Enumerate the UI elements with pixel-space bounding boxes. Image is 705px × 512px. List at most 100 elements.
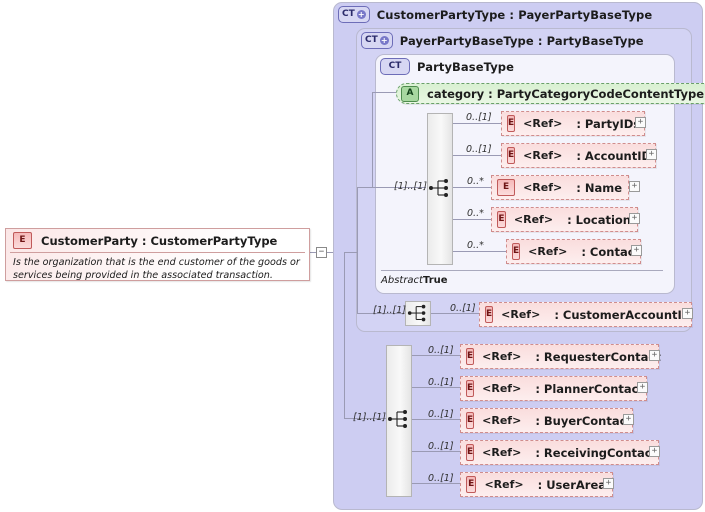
complextype-icon[interactable]: CT xyxy=(380,58,410,75)
element-ref-label: <Ref> xyxy=(501,308,541,321)
root-element-divider xyxy=(10,252,305,253)
cardinality-customer-account-id: 0..[1] xyxy=(450,303,476,314)
expand-toggle-buyer-contact[interactable]: + xyxy=(623,414,634,425)
connector-inner-to-sequence xyxy=(372,187,426,188)
expand-toggle-receiving-contact[interactable]: + xyxy=(649,446,660,457)
element-icon: E xyxy=(497,179,516,196)
expand-toggle-requester-contact[interactable]: + xyxy=(649,350,660,361)
connector-middle-to-payer-seq xyxy=(357,313,405,314)
element-name-label: : AccountID xyxy=(576,148,652,163)
complextype-plus-icon[interactable]: CT+ xyxy=(361,32,393,49)
badge-ct-text: CT xyxy=(342,9,355,19)
root-element-header: E CustomerParty : CustomerPartyType xyxy=(6,229,309,252)
cardinality-location: 0..* xyxy=(467,208,484,219)
element-ref-receiving-contact[interactable]: E <Ref> : ReceivingContact xyxy=(460,440,659,465)
connector-item xyxy=(412,483,460,484)
root-element-customer-party[interactable]: E CustomerParty : CustomerPartyType Is t… xyxy=(5,228,310,281)
cardinality-party-ids: 0..[1] xyxy=(466,112,492,123)
element-ref-user-area[interactable]: E <Ref> : UserArea xyxy=(460,472,613,497)
cardinality-party-base-sequence: [1]..[1] xyxy=(394,181,427,192)
element-ref-customer-account-id[interactable]: E <Ref> : CustomerAccountID xyxy=(479,302,692,327)
container-label: PayerPartyBaseType : PartyBaseType xyxy=(399,33,644,48)
connector-item xyxy=(453,219,491,220)
element-ref-label: <Ref> xyxy=(482,350,522,363)
connector-item xyxy=(431,313,479,314)
container-title-payer-party-base-type: CT+ PayerPartyBaseType : PartyBaseType xyxy=(361,32,644,49)
element-name-label: : Contact xyxy=(581,244,641,259)
element-ref-label: <Ref> xyxy=(482,414,522,427)
sequence-icon-customer-party[interactable] xyxy=(386,407,412,431)
cardinality-customer-party-sequence: [1]..[1] xyxy=(353,412,386,423)
element-ref-buyer-contact[interactable]: E <Ref> : BuyerContact xyxy=(460,408,633,433)
element-icon: E xyxy=(466,476,477,493)
connector-spine-middle xyxy=(357,187,358,313)
element-ref-requester-contact[interactable]: E <Ref> : RequesterContact xyxy=(460,344,661,369)
abstract-label: Abstract xyxy=(381,275,423,286)
element-ref-label: <Ref> xyxy=(482,446,522,459)
element-icon: E xyxy=(466,348,475,365)
element-icon: E xyxy=(485,306,494,323)
container-label: PartyBaseType xyxy=(417,59,515,74)
connector-item xyxy=(453,187,491,188)
element-ref-label: <Ref> xyxy=(523,149,563,162)
element-ref-party-ids[interactable]: E <Ref> : PartyIDs xyxy=(501,111,645,136)
element-ref-label: <Ref> xyxy=(523,117,563,130)
root-element-documentation: Is the organization that is the end cust… xyxy=(13,257,300,281)
expand-plus-icon[interactable]: + xyxy=(379,35,389,45)
element-ref-planner-contact[interactable]: E <Ref> : PlannerContact xyxy=(460,376,647,401)
connector-item xyxy=(412,355,460,356)
cardinality-contact: 0..* xyxy=(467,240,484,251)
element-name-label: : BuyerContact xyxy=(535,413,632,428)
element-ref-label: <Ref> xyxy=(528,245,568,258)
cardinality-user-area: 0..[1] xyxy=(428,473,454,484)
container-title-party-base-type: CT PartyBaseType xyxy=(380,58,514,75)
element-name-label: : Location xyxy=(567,212,631,227)
abstract-value: True xyxy=(423,275,448,286)
cardinality-planner-contact: 0..[1] xyxy=(428,377,454,388)
element-name-label: : Name xyxy=(576,180,622,195)
element-icon: E xyxy=(507,147,516,164)
expand-toggle-account-id[interactable]: + xyxy=(646,149,657,160)
expand-toggle-party-ids[interactable]: + xyxy=(635,117,646,128)
element-ref-name[interactable]: E <Ref> : Name xyxy=(491,175,629,200)
connector-item xyxy=(453,155,501,156)
element-ref-contact[interactable]: E <Ref> : Contact xyxy=(506,239,641,264)
connector-spine-outer xyxy=(344,252,345,418)
element-ref-label: <Ref> xyxy=(523,181,563,194)
element-ref-account-id[interactable]: E <Ref> : AccountID xyxy=(501,143,656,168)
connector-middle-top xyxy=(357,187,372,188)
element-name-label: : ReceivingContact xyxy=(535,445,658,460)
complextype-plus-icon[interactable]: CT+ xyxy=(338,6,370,23)
cardinality-name: 0..* xyxy=(467,176,484,187)
element-ref-label: <Ref> xyxy=(513,213,554,226)
element-icon: E xyxy=(497,211,506,228)
sequence-bar-customer-party xyxy=(386,345,412,497)
element-name-label: : RequesterContact xyxy=(535,349,661,364)
sequence-icon-payer-party[interactable] xyxy=(405,301,431,326)
expand-toggle-user-area[interactable]: + xyxy=(603,478,614,489)
badge-ct-text: CT xyxy=(365,35,378,45)
expand-toggle-contact[interactable]: + xyxy=(631,245,642,256)
element-icon: E xyxy=(466,444,475,461)
sequence-icon-party-base[interactable] xyxy=(427,176,453,200)
expand-plus-icon[interactable]: + xyxy=(356,9,366,19)
cardinality-receiving-contact: 0..[1] xyxy=(428,441,454,452)
connector-item xyxy=(453,251,506,252)
element-name-label: : PartyIDs xyxy=(576,116,641,131)
element-ref-location[interactable]: E <Ref> : Location xyxy=(491,207,638,232)
connector-outer-to-customer-seq xyxy=(344,418,388,419)
cardinality-requester-contact: 0..[1] xyxy=(428,345,454,356)
connector-item xyxy=(453,123,501,124)
expand-toggle-planner-contact[interactable]: + xyxy=(637,382,648,393)
element-ref-label: <Ref> xyxy=(482,382,522,395)
element-icon: E xyxy=(13,232,32,249)
attribute-category[interactable]: A category : PartyCategoryCodeContentTyp… xyxy=(396,83,705,104)
expand-toggle-customer-account-id[interactable]: + xyxy=(682,308,693,319)
container-label: CustomerPartyType : PayerPartyBaseType xyxy=(376,7,653,22)
expand-toggle-location[interactable]: + xyxy=(629,213,640,224)
connector-item xyxy=(412,387,460,388)
abstract-divider xyxy=(381,270,663,271)
expand-toggle-name[interactable]: + xyxy=(629,181,640,192)
collapse-toggle-root[interactable]: − xyxy=(316,247,327,258)
